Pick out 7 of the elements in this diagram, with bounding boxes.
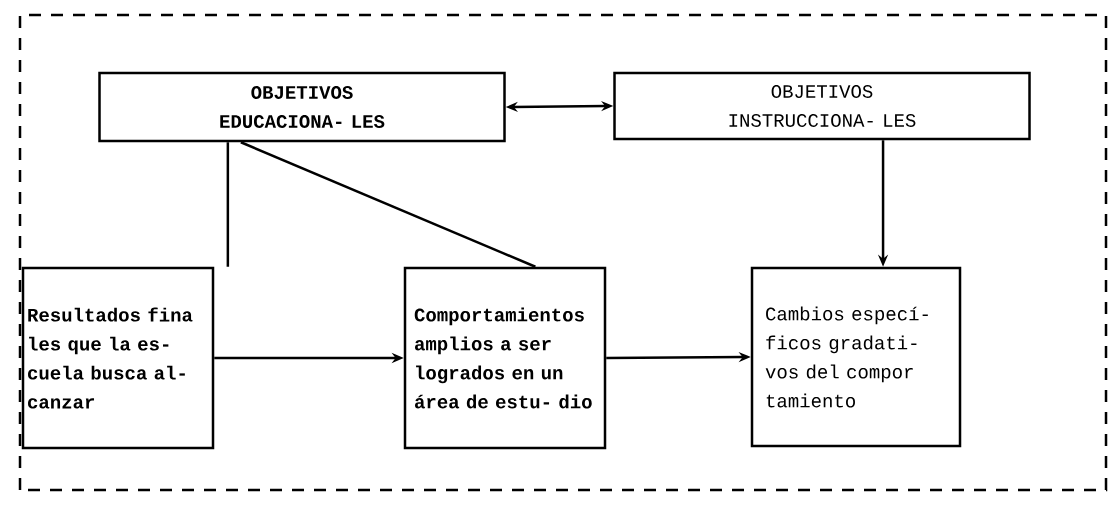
text-box: Comportamientos amplios a ser logrados en un área de estu- dio — [403, 266, 607, 450]
connector-line — [240, 141, 536, 268]
text-box: OBJETIVOS EDUCACIONA- LES — [98, 71, 506, 143]
text-box: Resultados fina les que la es- cuela busca al- canzar — [21, 266, 215, 450]
text-box: Cambios especí- ficos gradati- vos del compor tamiento — [750, 266, 962, 448]
text-box: OBJETIVOS INSTRUCCIONA- LES — [613, 71, 1031, 141]
connector-line — [226, 142, 230, 267]
